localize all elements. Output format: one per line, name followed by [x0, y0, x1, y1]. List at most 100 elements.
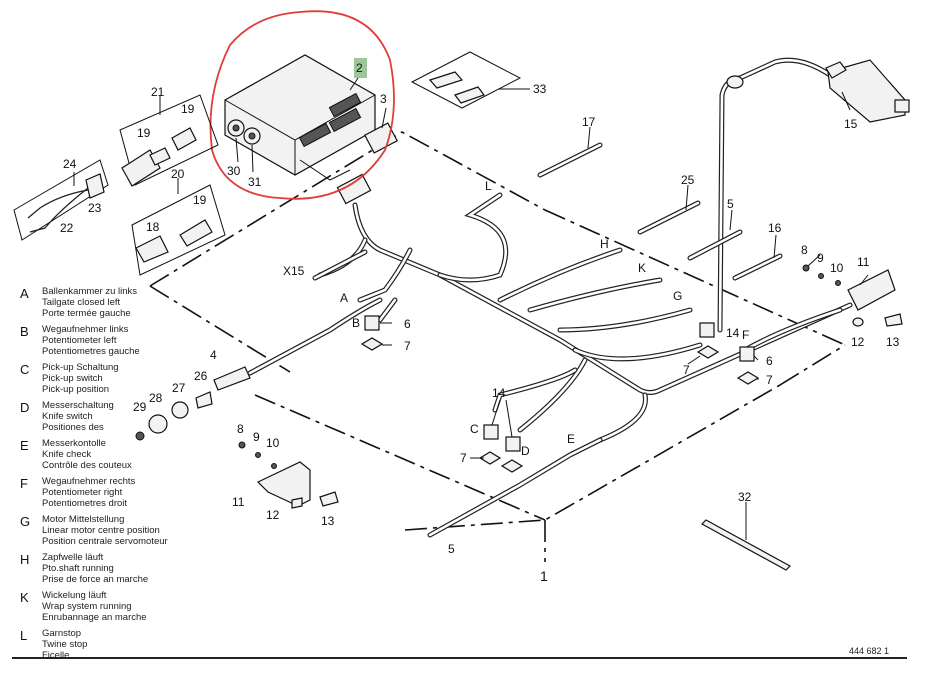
callout-28: 28: [149, 391, 163, 405]
callout-33: 33: [533, 82, 547, 96]
assembly-outline: [149, 131, 846, 562]
callout-4: 4: [210, 348, 217, 362]
callout-22: 22: [60, 221, 74, 235]
legend-text-de: Ballenkammer zu links: [42, 286, 138, 297]
callout-32: 32: [738, 490, 752, 504]
document-number: 444 682 1: [848, 646, 889, 656]
bracket-right: [802, 264, 903, 327]
legend-text-fr: Enrubannage an marche: [42, 612, 147, 623]
legend-key: E: [20, 438, 29, 453]
connector-labels: A B C D E F G H K L: [340, 179, 749, 458]
relay-strip: [410, 51, 530, 109]
legend-key: K: [20, 590, 29, 605]
legend-text-de: Wegaufnehmer rechts: [42, 476, 136, 487]
legend-text-fr: Ficelle: [42, 650, 70, 661]
bottom-rule: [12, 657, 907, 659]
switch-sensors: [360, 315, 760, 473]
legend-text-en: Pto.shaft running: [42, 563, 114, 574]
callout-12: 12: [851, 335, 865, 349]
callout-3: 3: [380, 92, 387, 106]
cable-tie: [701, 519, 791, 571]
legend-text-de: Motor Mittelstellung: [42, 514, 125, 525]
legend-text-en: Wrap system running: [42, 601, 132, 612]
callout-2: 2: [356, 61, 363, 75]
legend-key: G: [20, 514, 31, 529]
callout-7: 7: [683, 363, 690, 377]
legend-text-en: Knife check: [42, 449, 92, 460]
label-d: D: [521, 444, 530, 458]
legend-text-en: Knife switch: [42, 411, 93, 422]
callout-16: 16: [768, 221, 782, 235]
main-harness: [317, 192, 853, 443]
extension-cables: [312, 142, 783, 538]
callout-6: 6: [766, 354, 773, 368]
sensor-group-left: [13, 94, 226, 276]
leader-lines: [73, 77, 869, 540]
legend-text-fr: Position centrale servomoteur: [42, 536, 168, 547]
callout-15: 15: [844, 117, 858, 131]
callout-8: 8: [237, 422, 244, 436]
legend-key: C: [20, 362, 30, 377]
callout-25: 25: [681, 173, 695, 187]
legend-key: B: [20, 324, 29, 339]
legend-text-fr: Positiones des: [42, 422, 104, 433]
callout-5: 5: [448, 542, 455, 556]
legend-text-de: Zapfwelle läuft: [42, 552, 104, 563]
callout-6: 6: [404, 317, 411, 331]
callout-7: 7: [766, 373, 773, 387]
legend-key: A: [20, 286, 29, 301]
callout-12: 12: [266, 508, 280, 522]
legend-text-en: Tailgate closed left: [42, 297, 121, 308]
legend-text-fr: Potentiometres droit: [42, 498, 128, 509]
legend-text-en: Linear motor centre position: [42, 525, 160, 536]
legend-text-de: Messerschaltung: [42, 400, 114, 411]
callout-1: 1: [540, 568, 548, 584]
callout-10: 10: [266, 436, 280, 450]
legend-text-de: Garnstop: [42, 628, 82, 639]
label-f: F: [742, 328, 749, 342]
callout-14: 14: [726, 326, 740, 340]
legend-key: H: [20, 552, 30, 567]
sensor-shaft: [135, 297, 383, 441]
callout-19: 19: [193, 193, 207, 207]
legend-text-fr: Contrôle des couteux: [42, 460, 132, 471]
callout-13: 13: [321, 514, 335, 528]
legend-key: F: [20, 476, 28, 491]
legend-text-fr: Porte termée gauche: [42, 308, 131, 319]
callout-19: 19: [181, 102, 195, 116]
callout-23: 23: [88, 201, 102, 215]
legend-text-de: Pick-up Schaltung: [42, 362, 119, 373]
callout-30: 30: [227, 164, 241, 178]
callout-21: 21: [151, 85, 165, 99]
legend-text-fr: Pick-up position: [42, 384, 110, 395]
linear-motor: [825, 59, 910, 123]
callout-24: 24: [63, 157, 77, 171]
label-b: B: [352, 316, 360, 330]
highlight-circle: [209, 10, 395, 200]
callout-11: 11: [857, 255, 870, 269]
callout-13: 13: [886, 335, 900, 349]
callout-14: 14: [492, 386, 506, 400]
callout-11: 11: [232, 495, 245, 509]
callout-7: 7: [460, 451, 467, 465]
callout-5: 5: [727, 197, 734, 211]
legend-text-fr: Prise de force an marche: [42, 574, 149, 585]
legend-text-de: Messerkontolle: [42, 438, 106, 449]
callout-31: 31: [248, 175, 262, 189]
callout-18: 18: [146, 220, 160, 234]
callout-9: 9: [253, 430, 260, 444]
callout-8: 8: [801, 243, 808, 257]
legend-text-fr: Potentiometres gauche: [42, 346, 140, 357]
callout-box-2: [354, 58, 367, 78]
legend-text-de: Wickelung läuft: [42, 590, 107, 601]
motor-cable: [717, 57, 833, 333]
